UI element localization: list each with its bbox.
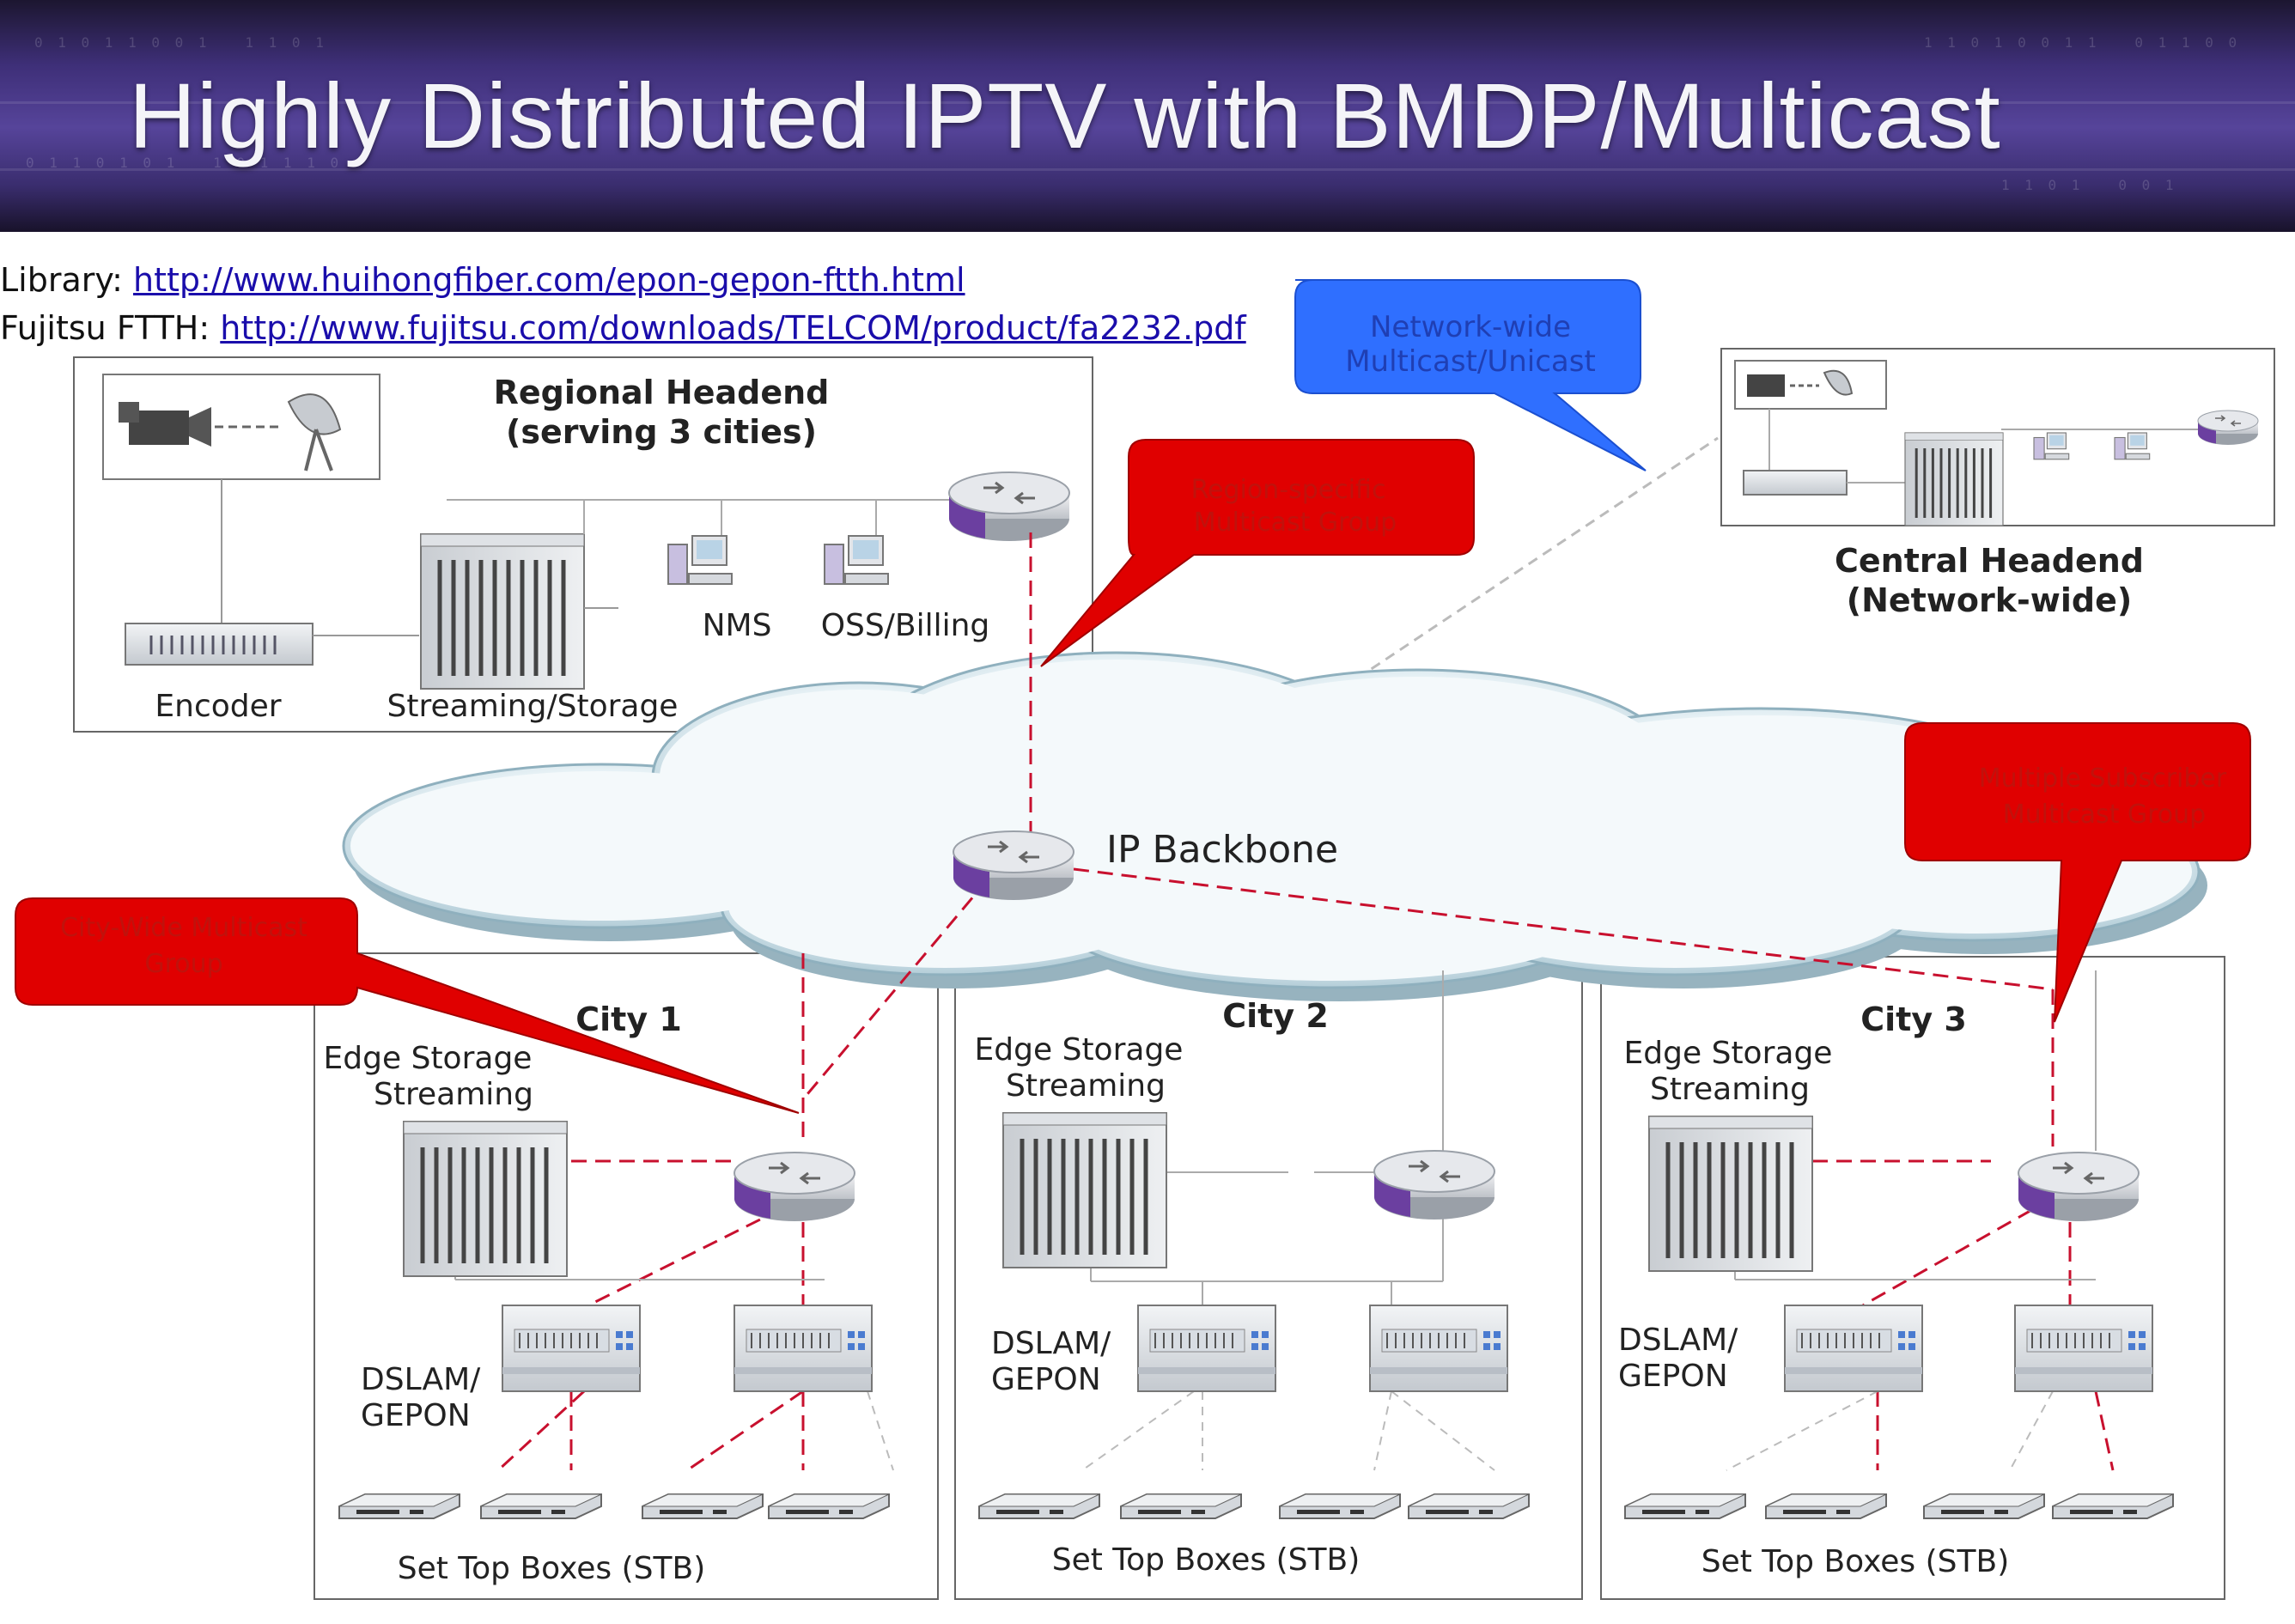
city-3-edge-rack-icon [1649, 1116, 1812, 1271]
city-2-dslam-icon-1 [1137, 1305, 1276, 1392]
ip-backbone-label: IP Backbone [1106, 828, 1338, 872]
city-3-box [1600, 956, 2225, 1600]
city-1-edge-label-2: Streaming [374, 1077, 533, 1112]
city-2-stb-label: Set Top Boxes (STB) [1052, 1542, 1361, 1578]
city-3-edge-label-1: Edge Storage [1624, 1036, 1833, 1071]
city-2-router-icon [1373, 1149, 1496, 1221]
satellite-dish-icon [287, 393, 342, 471]
city-3-edge-label-2: Streaming [1650, 1072, 1810, 1107]
page-title: Highly Distributed IPTV with BMDP/Multic… [129, 64, 2001, 167]
regional-router-icon [947, 471, 1071, 543]
central-encoder-icon [1743, 470, 1848, 496]
banner-digits: 1 1 0 1 0 0 1 1 0 1 1 0 0 [1924, 34, 2241, 51]
source-library-link[interactable]: http://www.huihongfiber.com/epon-gepon-f… [133, 261, 965, 299]
backbone-router-icon [952, 830, 1075, 902]
region-specific-callout-line-2: Multicast Group [1194, 508, 1397, 538]
multiple-subscriber-callout-line-2: Multicast Group [2003, 800, 2206, 830]
camera-icon [119, 402, 211, 447]
city-1-edge-label-1: Edge Storage [324, 1041, 533, 1076]
city-1-stb-icon-4 [768, 1493, 890, 1519]
city-2-title: City 2 [1222, 997, 1329, 1035]
city-3-router-icon [2017, 1151, 2140, 1223]
banner-digits: 0 1 0 1 1 0 0 1 1 1 0 1 [34, 34, 327, 51]
city-1-dslam-label-1: DSLAM/ [361, 1362, 481, 1397]
banner-stripe [0, 101, 2295, 104]
city-1-dslam-label-2: GEPON [361, 1398, 471, 1433]
oss-billing-label: OSS/Billing [821, 608, 990, 643]
city-wide-callout: City-Wide Multicast Group [15, 897, 800, 1114]
central-camera-icon [1747, 374, 1785, 397]
regional-headend-title: Regional Headend [494, 374, 830, 411]
city-1-stb-icon-3 [642, 1493, 764, 1519]
city-2-box [954, 952, 1583, 1600]
encoder-label: Encoder [155, 689, 281, 724]
multiple-subscriber-callout: Multiple Subscriber Multicast Group [1904, 722, 2251, 1023]
city-2-stb-icon-4 [1408, 1493, 1530, 1519]
multiple-subscriber-callout-line-1: Multiple Subscriber [1979, 763, 2227, 794]
city-2-dslam-label-1: DSLAM/ [991, 1326, 1111, 1361]
city-wide-callout-line-1: City-Wide Multicast [60, 913, 307, 943]
source-fujitsu-link[interactable]: http://www.fujitsu.com/downloads/TELCOM/… [220, 309, 1246, 347]
city-3-stb-icon-1 [1624, 1493, 1746, 1519]
network-wide-callout-line-1: Network-wide [1370, 310, 1571, 344]
title-banner: 0 1 0 1 1 0 0 1 1 1 0 1 1 1 0 1 0 0 1 1 … [0, 0, 2295, 232]
region-specific-callout-line-1: Region-specific [1191, 475, 1386, 505]
city-2-dslam-icon-2 [1369, 1305, 1508, 1392]
city-2-edge-label-1: Edge Storage [975, 1032, 1184, 1067]
city-3-stb-icon-2 [1765, 1493, 1887, 1519]
source-library-prefix: Library: [0, 261, 133, 299]
city-1-router-icon [733, 1151, 856, 1223]
city-1-dslam-icon-2 [734, 1305, 873, 1392]
city-2-stb-icon-3 [1279, 1493, 1401, 1519]
city-3-dslam-icon-2 [2014, 1305, 2153, 1392]
source-fujitsu: Fujitsu FTTH: http://www.fujitsu.com/dow… [0, 309, 1246, 347]
streaming-storage-rack-icon [421, 534, 584, 689]
central-headend-subtitle: (Network-wide) [1847, 581, 2133, 619]
city-2-dslam-label-2: GEPON [991, 1362, 1101, 1397]
banner-digits: 0 1 1 0 1 0 1 1 0 1 1 1 0 [26, 155, 343, 171]
city-1-stb-label: Set Top Boxes (STB) [398, 1551, 706, 1586]
stb-links [867, 1390, 2054, 1471]
streaming-storage-label: Streaming/Storage [387, 689, 679, 724]
central-satellite-icon [1823, 369, 1854, 396]
city-3-dslam-label-2: GEPON [1618, 1359, 1728, 1394]
city-3-dslam-icon-1 [1784, 1305, 1923, 1392]
banner-digits: 1 1 0 1 0 0 1 [2001, 177, 2177, 193]
network-wide-callout-line-2: Multicast/Unicast [1345, 344, 1596, 379]
banner-stripe [0, 168, 2295, 171]
encoder-icon [125, 623, 314, 666]
city-1-title: City 1 [575, 1001, 682, 1038]
backbone-central-link [1356, 436, 1719, 680]
city-3-stb-label: Set Top Boxes (STB) [1701, 1544, 2010, 1579]
central-headend-title: Central Headend [1835, 542, 2144, 580]
region-specific-callout: Region-specific Multicast Group [1040, 439, 1475, 667]
network-wide-callout: Network-wide Multicast/Unicast [1294, 279, 1647, 471]
city-3-dslam-label-1: DSLAM/ [1618, 1323, 1738, 1358]
city-2-edge-rack-icon [1003, 1113, 1166, 1268]
city-2-edge-label-2: Streaming [1006, 1068, 1166, 1104]
nms-label: NMS [703, 608, 772, 643]
city-1-dslam-icon-1 [502, 1305, 641, 1392]
central-router-icon [2197, 410, 2259, 446]
source-library: Library: http://www.huihongfiber.com/epo… [0, 261, 965, 299]
city-3-stb-icon-3 [1923, 1493, 2045, 1519]
city-2-stb-icon-1 [978, 1493, 1100, 1519]
city-1-edge-rack-icon [404, 1122, 567, 1276]
city-3-title: City 3 [1860, 1001, 1967, 1038]
city-2-stb-icon-2 [1120, 1493, 1242, 1519]
central-rack-icon [1903, 431, 2005, 527]
source-fujitsu-prefix: Fujitsu FTTH: [0, 309, 221, 347]
city-1-stb-icon-2 [480, 1493, 602, 1519]
city-3-stb-icon-4 [2052, 1493, 2174, 1519]
multicast-links [496, 532, 2115, 1472]
regional-headend-subtitle: (serving 3 cities) [506, 413, 817, 451]
city-wide-callout-line-2: Group [144, 949, 222, 979]
city-1-stb-icon-1 [338, 1493, 460, 1519]
